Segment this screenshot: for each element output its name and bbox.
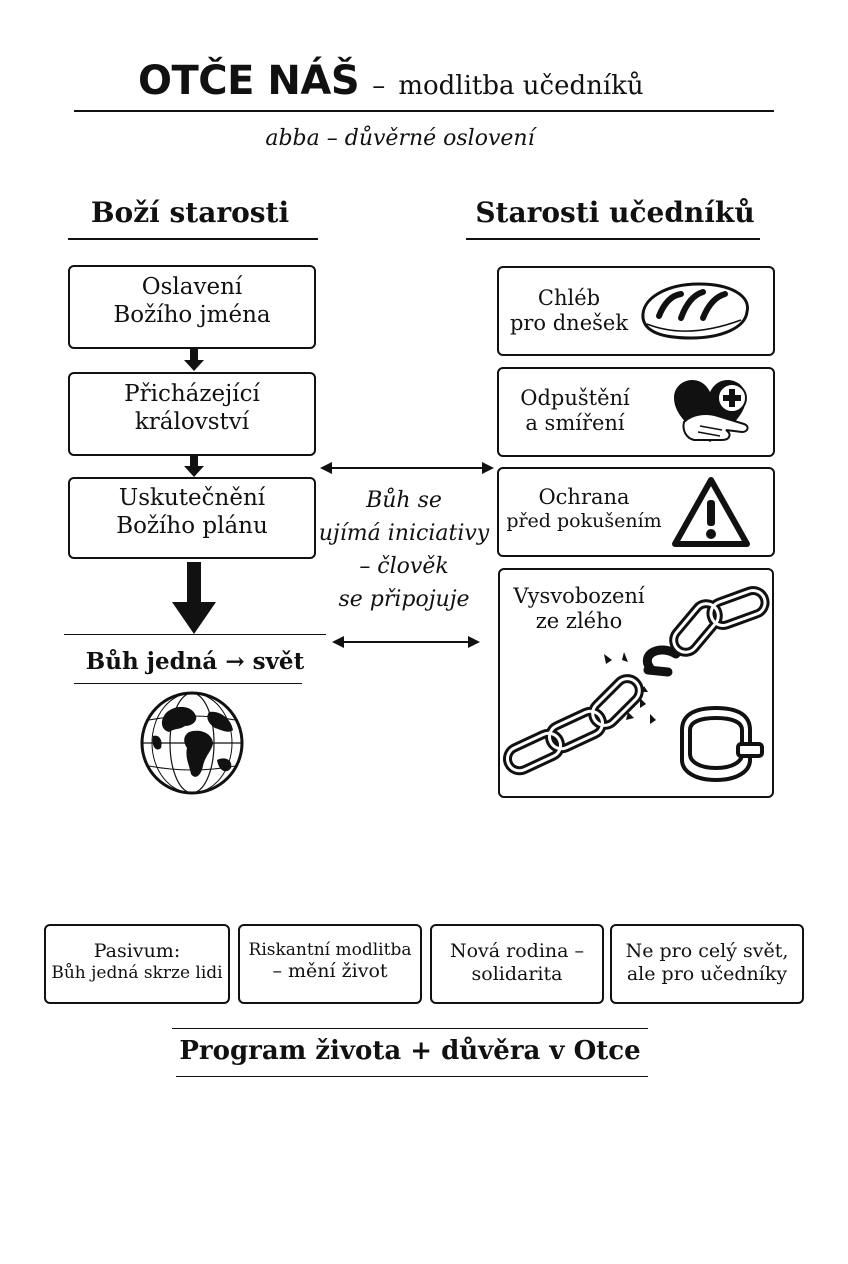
- box-oslaveni-text: Oslavení Božího jména: [113, 274, 271, 328]
- box-plan: [68, 477, 316, 559]
- box-plan-text: Uskutečnění Božího plánu: [116, 485, 268, 539]
- result-line-bottom: [74, 683, 302, 684]
- footer-text: Program života + důvěra v Otce: [179, 1036, 641, 1066]
- bottom-box-ucednici-text: Ne pro celý svět, ale pro učedníky: [625, 940, 789, 985]
- page-title: OTČE NÁŠ – modlitba učedníků: [138, 58, 778, 110]
- box-kralovstvi: [68, 372, 316, 456]
- result-label: Bůh jedná → svět: [85, 648, 305, 675]
- footer-line-bottom: [176, 1076, 648, 1077]
- globe-icon: [140, 691, 244, 795]
- right-heading: Starosti učedníků: [475, 196, 755, 229]
- result-line-top: [64, 634, 326, 635]
- left-heading-underline: [68, 238, 318, 240]
- title-main: OTČE NÁŠ: [138, 58, 360, 104]
- bottom-box-riskantni: [238, 924, 422, 1004]
- double-arrow-top-icon: [320, 462, 494, 474]
- bottom-box-riskantni-text: Riskantní modlitba – mění život: [248, 940, 412, 983]
- center-text: Bůh se ujímá iniciativy – člověk se přip…: [318, 488, 490, 612]
- broken-chain-icon: [502, 586, 770, 783]
- arrow-down-small-icon: [184, 349, 204, 371]
- title-sub: modlitba učedníků: [398, 71, 644, 101]
- box-chleb-text: Chléb pro dnešek: [509, 286, 629, 336]
- arrow-down-large-icon: [172, 562, 216, 634]
- box-ochrana-text: Ochrana před pokušením: [506, 485, 662, 533]
- bottom-box-pasivum-text: Pasivum: Bůh jedná skrze lidi: [51, 940, 223, 983]
- box-oslaveni: [68, 265, 316, 349]
- bread-icon: [641, 282, 749, 340]
- bottom-box-rodina-text: Nová rodina – solidarita: [449, 940, 585, 985]
- arrow-down-small-icon: [184, 455, 204, 477]
- title-dash: –: [372, 71, 386, 101]
- box-kralovstvi-text: Přicházející království: [124, 381, 260, 435]
- bottom-box-ucednici: [610, 924, 804, 1004]
- footer-line-top: [172, 1028, 648, 1029]
- box-vysvobozeni-text: Vysvobození ze zlého: [513, 584, 645, 634]
- double-arrow-bottom-icon: [332, 636, 480, 648]
- bottom-box-pasivum: [44, 924, 230, 1004]
- box-odpusteni-text: Odpuštění a smíření: [520, 386, 630, 436]
- title-underline: [74, 110, 774, 112]
- page-subtitle: abba – důvěrné oslovení: [265, 126, 535, 151]
- heart-hands-icon: [674, 380, 749, 442]
- left-heading: Boží starosti: [90, 196, 290, 229]
- right-heading-underline: [466, 238, 760, 240]
- warning-icon: [672, 477, 750, 547]
- bottom-box-rodina: [430, 924, 604, 1004]
